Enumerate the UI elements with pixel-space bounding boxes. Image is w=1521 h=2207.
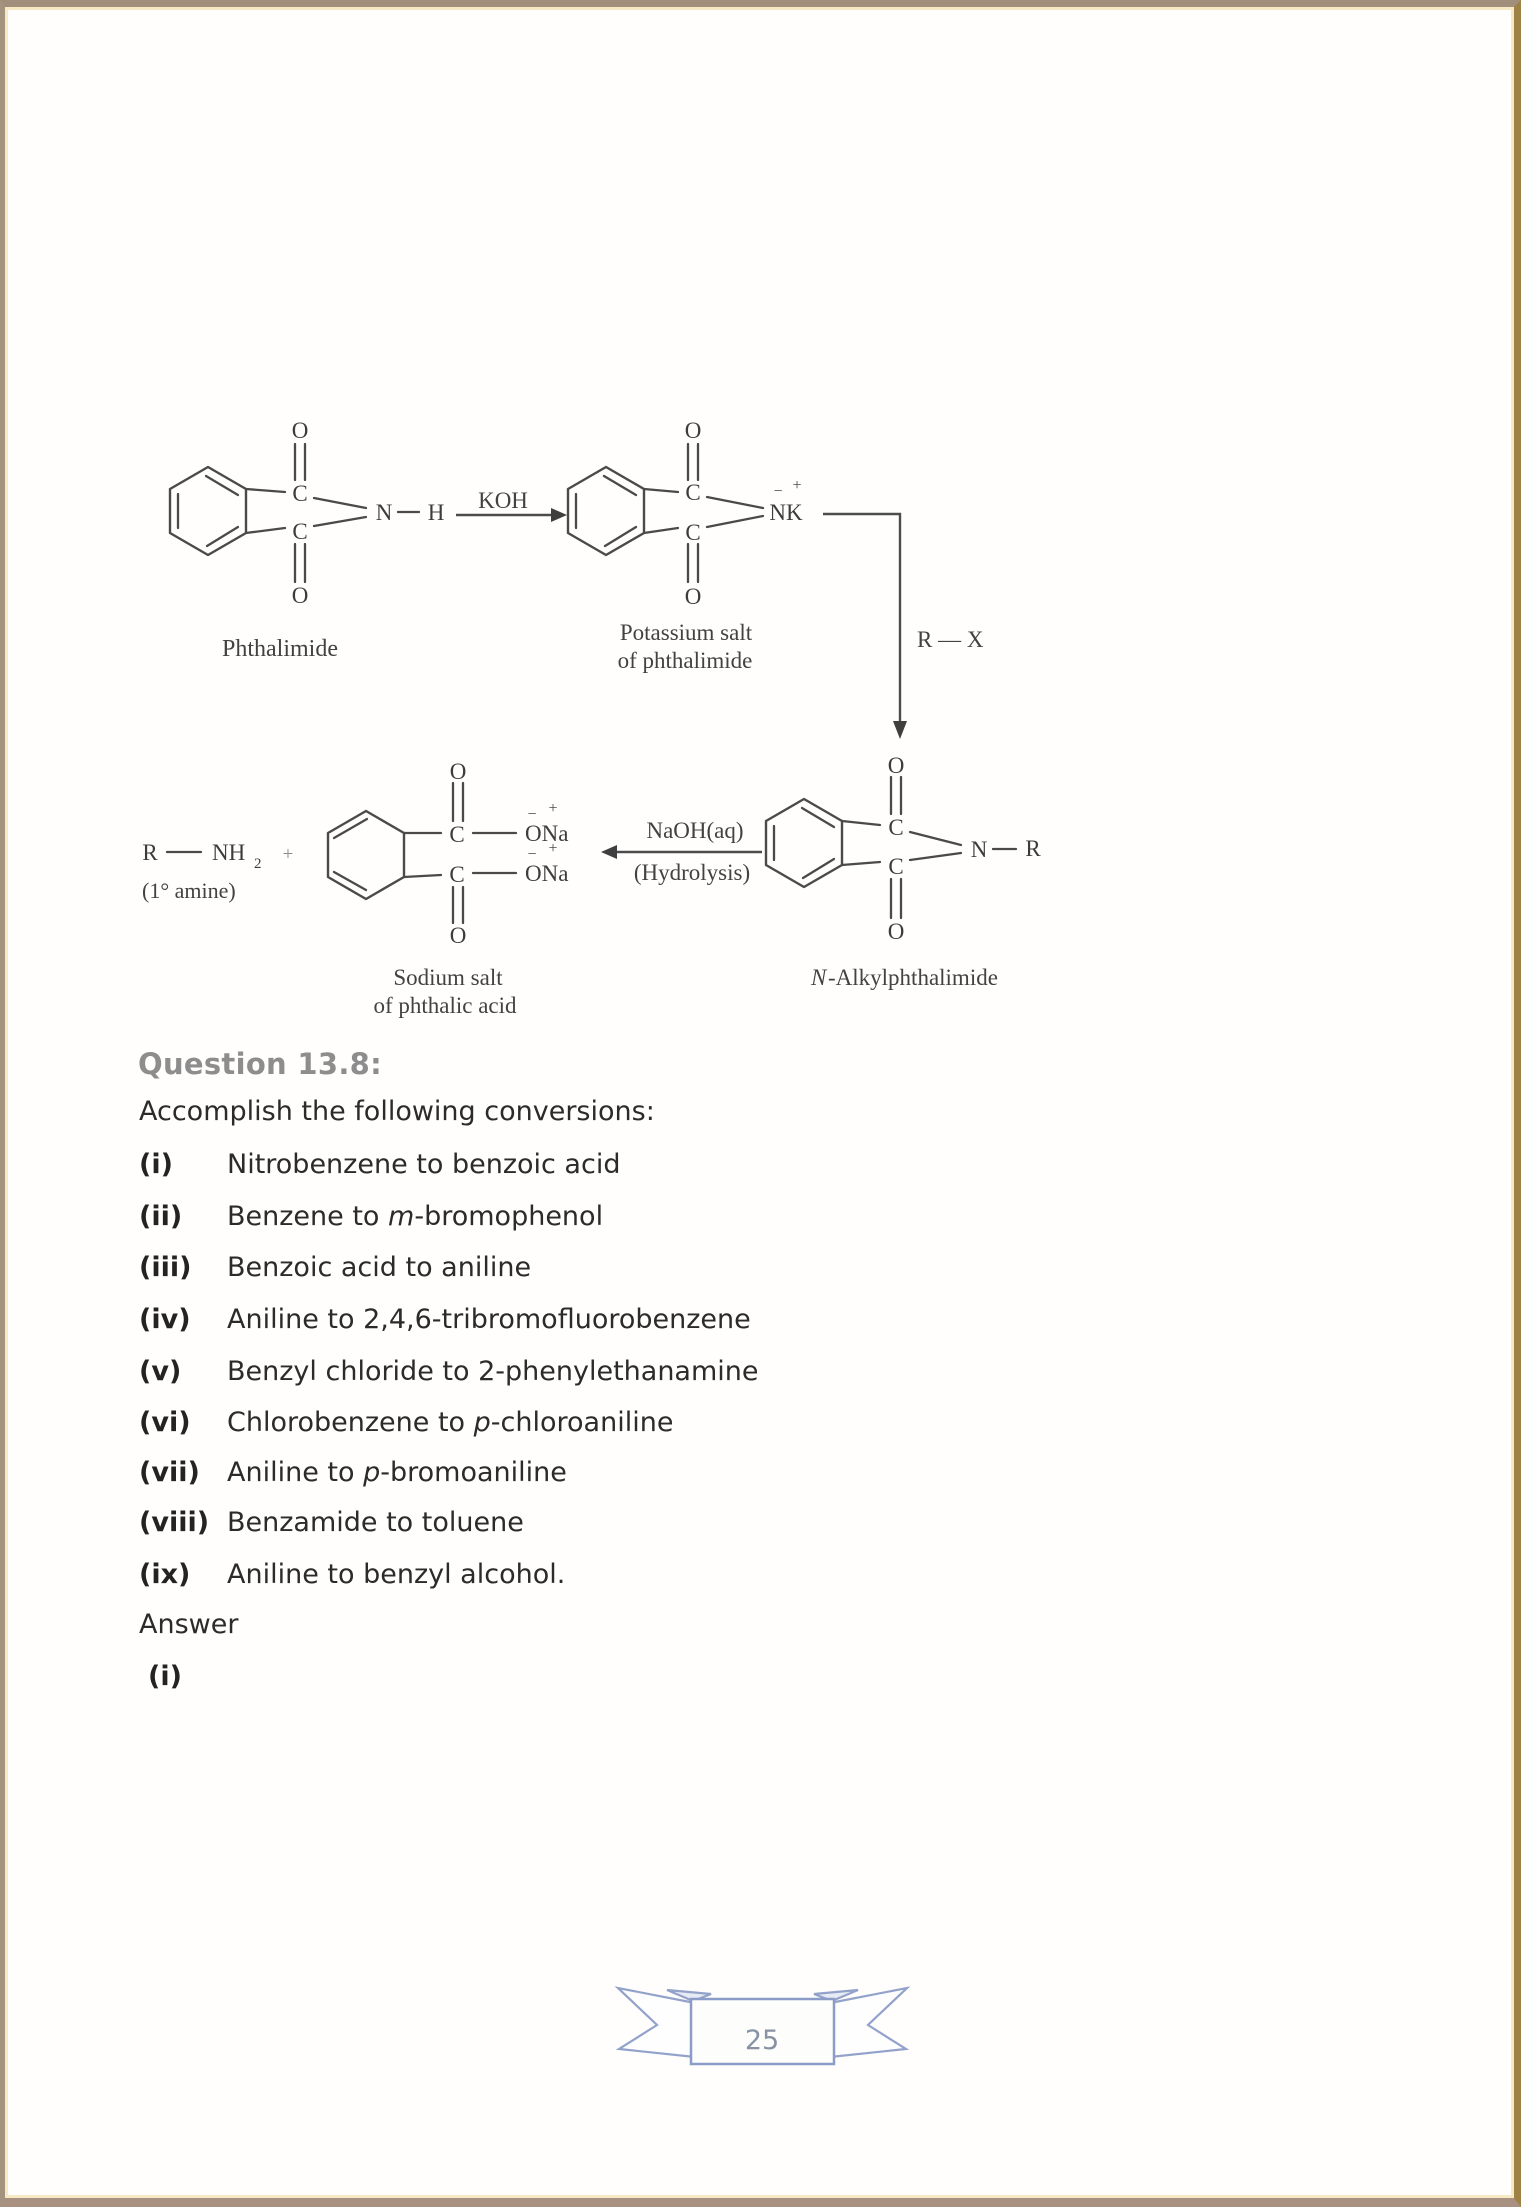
item-text: Aniline to 2,4,6-tribromofluorobenzene bbox=[227, 1304, 751, 1335]
arrow-left-icon bbox=[601, 845, 617, 859]
conversion-item-7: (vii) Aniline to p-bromoaniline bbox=[139, 1457, 567, 1488]
item-text-italic: p bbox=[363, 1457, 381, 1488]
item-text: Benzyl chloride to 2-phenylethanamine bbox=[227, 1356, 759, 1387]
conversion-item-1: (i) Nitrobenzene to benzoic acid bbox=[139, 1149, 620, 1180]
n-alkylphthalimide-label-italic: N bbox=[810, 965, 828, 990]
amine-note: (1° amine) bbox=[142, 878, 236, 903]
question-intro: Accomplish the following conversions: bbox=[139, 1096, 655, 1127]
question-heading: Question 13.8: bbox=[138, 1047, 383, 1081]
conversion-item-8: (viii) Benzamide to toluene bbox=[139, 1507, 524, 1538]
minus-charge: − bbox=[773, 483, 782, 500]
conversion-item-9: (ix) Aniline to benzyl alcohol. bbox=[139, 1559, 565, 1590]
atom-c-bottom: C bbox=[449, 862, 464, 887]
item-number: (ii) bbox=[139, 1201, 183, 1232]
item-number: (viii) bbox=[139, 1507, 210, 1538]
koh-arrow: KOH bbox=[456, 488, 567, 522]
phthalimide-label: Phthalimide bbox=[222, 636, 338, 662]
primary-amine-group: R NH 2 + (1° amine) bbox=[142, 840, 293, 903]
atom-r: R bbox=[1025, 836, 1041, 861]
plus-charge-bottom: + bbox=[548, 840, 557, 857]
conversion-item-4: (iv) Aniline to 2,4,6-tribromofluorobenze… bbox=[139, 1304, 751, 1335]
item-text: Nitrobenzene to benzoic acid bbox=[227, 1149, 621, 1180]
item-text-italic: p bbox=[473, 1407, 491, 1438]
answer-label: Answer bbox=[139, 1609, 239, 1640]
rx-label: R — X bbox=[917, 627, 984, 652]
phthalimide-structure: O C C O N H Phthalimide bbox=[168, 418, 445, 662]
sodium-salt-label-line1: Sodium salt bbox=[393, 965, 503, 990]
conversion-item-3: (iii) Benzoic acid to aniline bbox=[139, 1252, 531, 1283]
amine-nh: NH bbox=[212, 840, 245, 865]
hydrolysis-label: (Hydrolysis) bbox=[634, 860, 750, 885]
arrow-down-icon bbox=[893, 721, 907, 739]
atom-ona-bottom: ONa bbox=[525, 861, 568, 886]
atom-c-bottom: C bbox=[685, 520, 700, 545]
atom-o-top: O bbox=[450, 759, 467, 784]
atom-c-top: C bbox=[888, 815, 903, 840]
item-number: (vii) bbox=[139, 1457, 200, 1488]
plus-charge-top: + bbox=[548, 800, 557, 817]
atom-c-top: C bbox=[685, 480, 700, 505]
item-number: (iii) bbox=[139, 1252, 192, 1283]
page-number-banner: 25 bbox=[614, 1986, 911, 2066]
atom-c-bottom: C bbox=[292, 519, 307, 544]
naoh-arrow: NaOH(aq) (Hydrolysis) bbox=[601, 818, 762, 885]
atom-h: H bbox=[428, 500, 445, 525]
item-text: Chlorobenzene to bbox=[227, 1407, 474, 1438]
n-alkylphthalimide-label: -Alkylphthalimide bbox=[828, 965, 998, 990]
plus-charge: + bbox=[792, 477, 801, 494]
conversion-item-2: (ii) Benzene to m-bromophenol bbox=[139, 1201, 603, 1232]
atom-c-top: C bbox=[292, 481, 307, 506]
arrow-right-icon bbox=[551, 508, 567, 522]
atom-o-top: O bbox=[888, 753, 905, 778]
amine-r: R bbox=[142, 840, 158, 865]
potassium-salt-label-line2: of phthalimide bbox=[618, 648, 753, 673]
sodium-salt-label-line2: of phthalic acid bbox=[373, 993, 517, 1018]
item-text: Aniline to bbox=[227, 1457, 364, 1488]
minus-charge-top: − bbox=[527, 806, 536, 823]
naoh-label: NaOH(aq) bbox=[646, 818, 743, 843]
item-text-post: -chloroaniline bbox=[490, 1407, 674, 1438]
plus-sign: + bbox=[283, 844, 294, 865]
amine-subscript: 2 bbox=[254, 856, 262, 872]
potassium-salt-structure: O C C O NK − + Potassium salt of phthali… bbox=[566, 418, 803, 673]
atom-n: N bbox=[376, 500, 393, 525]
ribbon-left-tail bbox=[614, 1986, 697, 2059]
item-number: (v) bbox=[139, 1356, 182, 1387]
koh-label: KOH bbox=[478, 488, 528, 513]
atom-nk: NK bbox=[769, 500, 803, 525]
conversion-item-6: (vi) Chlorobenzene to p-chloroaniline bbox=[139, 1407, 673, 1438]
page-number: 25 bbox=[745, 2025, 779, 2056]
item-text-post: -bromophenol bbox=[414, 1201, 604, 1232]
conversion-item-5: (v) Benzyl chloride to 2-phenylethanamine bbox=[139, 1356, 759, 1387]
atom-o-bottom: O bbox=[685, 584, 702, 609]
atom-o-bottom: O bbox=[292, 583, 309, 608]
atom-o-top: O bbox=[685, 418, 702, 443]
reaction-scheme-canvas: O C C O N H Phthalimide KOH bbox=[142, 418, 1041, 2066]
atom-n: N bbox=[971, 837, 988, 862]
potassium-salt-label-line1: Potassium salt bbox=[620, 620, 753, 645]
item-text: Benzoic acid to aniline bbox=[227, 1252, 532, 1283]
item-text: Benzamide to toluene bbox=[227, 1507, 524, 1538]
item-text: Aniline to benzyl alcohol. bbox=[227, 1559, 566, 1590]
rx-arrow: R — X bbox=[823, 512, 984, 739]
item-number: (vi) bbox=[139, 1407, 191, 1438]
n-alkylphthalimide-structure: O C C O N R N -Alkylphthalimide bbox=[764, 753, 1041, 990]
item-text-italic: m bbox=[388, 1201, 415, 1232]
item-text-post: -bromoaniline bbox=[380, 1457, 567, 1488]
ribbon-center-panel bbox=[689, 1997, 836, 2066]
atom-o-top: O bbox=[292, 418, 309, 443]
item-text: Benzene to bbox=[227, 1201, 389, 1232]
answer-item-number: (i) bbox=[148, 1661, 182, 1692]
item-number: (i) bbox=[139, 1149, 173, 1180]
atom-c-top: C bbox=[449, 822, 464, 847]
item-number: (ix) bbox=[139, 1559, 191, 1590]
atom-o-bottom: O bbox=[888, 919, 905, 944]
ribbon-right-tail bbox=[828, 1986, 911, 2059]
atom-c-bottom: C bbox=[888, 854, 903, 879]
minus-charge-bottom: − bbox=[527, 846, 536, 863]
atom-o-bottom: O bbox=[450, 923, 467, 948]
sodium-salt-structure: O C C O ONa ONa − + − + Sodium salt of p… bbox=[326, 759, 568, 1018]
atom-ona-top: ONa bbox=[525, 821, 568, 846]
item-number: (iv) bbox=[139, 1304, 191, 1335]
